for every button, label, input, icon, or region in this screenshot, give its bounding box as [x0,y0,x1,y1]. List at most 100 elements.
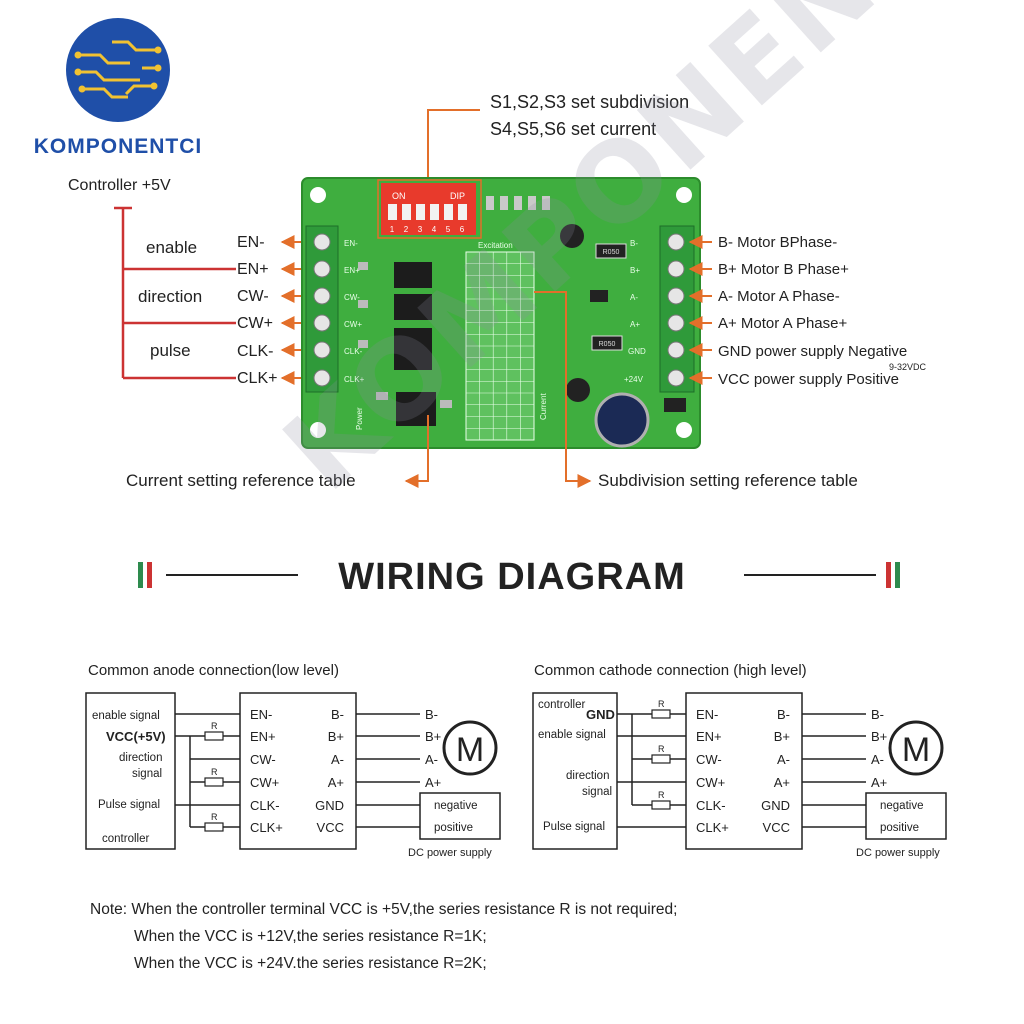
anode-drv-a-minus: A- [331,752,344,767]
left-terminal-block [305,225,339,393]
silk-excitation: Excitation [478,241,513,250]
dip-callout-line [427,109,480,180]
silk-power: Power [355,407,364,430]
pin-label-en-plus: EN+ [237,261,269,278]
silk-cw-minus: CW- [344,293,360,302]
pin-label-cw-minus: CW- [237,288,269,305]
anode-psu-label: DC power supply [408,847,492,859]
silk-b-plus: B+ [630,266,640,275]
anode-drv-clk-minus: CLK- [250,798,280,813]
controller-plus5v-label: Controller +5V [68,177,171,194]
pin-label-gnd: GND power supply Negative [718,343,907,360]
current-table-label: Current setting reference table [126,471,356,490]
resistor-label-top: R050 [603,249,620,256]
cathode-motor-b-plus: B+ [871,729,887,744]
cathode-psu-negative: negative [880,800,923,812]
anode-motor-b-minus: B- [425,707,438,722]
cathode-ctrl-controller: controller [538,699,585,711]
optocoupler-chips [394,262,436,426]
dip-on-label: ON [392,191,406,201]
silk-a-minus: A- [630,293,638,302]
subdivision-table-label: Subdivision setting reference table [598,471,858,490]
cathode-title: Common cathode connection (high level) [534,662,807,679]
silk-current: Current [539,393,548,420]
group-label-direction: direction [138,287,202,306]
capacitor-icon [594,392,650,448]
current-table-callout [404,415,429,488]
anode-ctrl-vcc: VCC(+5V) [106,729,166,744]
cathode-controller-box [532,692,618,850]
anode-drv-cw-minus: CW- [250,752,276,767]
dip-number-6: 6 [460,225,465,234]
cathode-resistor-label-1: R [658,699,665,709]
anode-resistor-label-2: R [211,767,218,777]
cathode-psu-positive: positive [880,822,919,834]
anode-drv-gnd: GND [315,798,344,813]
dip-dip-label: DIP [450,191,465,201]
cathode-ctrl-direction: direction [566,770,609,782]
anode-motor-a-plus: A+ [425,775,441,790]
cathode-psu-label: DC power supply [856,847,940,859]
anode-drv-a-plus: A+ [328,775,344,790]
silk-gnd: GND [628,347,646,356]
group-label-pulse: pulse [150,341,191,360]
pin-label-a-minus: A- Motor A Phase- [718,288,840,305]
common-anode-diagram: Common anode connection(low level) enabl… [85,662,501,859]
cathode-motor-icon [888,720,944,776]
subdivision-table-callout [534,291,592,488]
anode-power-supply [419,792,501,840]
anode-drv-en-plus: EN+ [250,729,276,744]
cathode-drv-a-plus: A+ [774,775,790,790]
potentiometer-icon [560,224,584,248]
cathode-ctrl-enable: enable signal [538,729,606,741]
cathode-power-supply [865,792,947,840]
dip-number-2: 2 [404,225,409,234]
cathode-drv-clk-plus: CLK+ [696,820,729,835]
silk-a-plus: A+ [630,320,640,329]
anode-drv-cw-plus: CW+ [250,775,279,790]
silk-cw-plus: CW+ [344,320,362,329]
pin-label-clk-minus: CLK- [237,343,273,360]
anode-ctrl-direction: direction [119,752,162,764]
cathode-driver-box [685,692,803,850]
anode-drv-en-minus: EN- [250,707,272,722]
anode-psu-negative: negative [434,800,477,812]
left-pin-labels: EN- EN+ CW- CW+ CLK- CLK+ [237,234,277,387]
silk-b-minus: B- [630,239,638,248]
cathode-drv-gnd: GND [761,798,790,813]
anode-controller-box [85,692,176,850]
silk-en-plus: EN+ [344,266,360,275]
anode-motor-a-minus: A- [425,752,438,767]
anode-resistor-label-1: R [211,721,218,731]
note-line-1: Note: When the controller terminal VCC i… [90,901,677,918]
dip-number-5: 5 [446,225,451,234]
anode-psu-positive: positive [434,822,473,834]
silk-clk-minus: CLK- [344,347,363,356]
cathode-ctrl-pulse: Pulse signal [543,821,605,833]
pin-label-clk-plus: CLK+ [237,370,277,387]
right-pin-arrows [688,235,712,385]
cathode-ctrl-signal: signal [582,786,612,798]
anode-driver-box [239,692,357,850]
anode-drv-vcc: VCC [317,820,344,835]
anode-motor-b-plus: B+ [425,729,441,744]
heading-decoration [138,562,900,588]
dip-number-4: 4 [432,225,437,234]
silk-plus24v: +24V [624,375,644,384]
cathode-motor-letter: M [902,731,930,769]
anode-ctrl-controller: controller [102,833,149,845]
pin-label-a-plus: A+ Motor A Phase+ [718,315,847,332]
group-label-enable: enable [146,238,197,257]
anode-motor-icon [442,720,498,776]
anode-drv-b-minus: B- [331,707,344,722]
cathode-resistors [651,709,671,810]
cathode-motor-a-minus: A- [871,752,884,767]
common-cathode-diagram: Common cathode connection (high level) c… [532,662,947,859]
cathode-drv-a-minus: A- [777,752,790,767]
cathode-resistor-label-2: R [658,744,665,754]
dip-note-current: S4,S5,S6 set current [490,119,656,139]
cathode-drv-cw-minus: CW- [696,752,722,767]
pin-label-vcc: VCC power supply Positive [718,371,899,388]
circuit-traces-icon [78,40,158,99]
